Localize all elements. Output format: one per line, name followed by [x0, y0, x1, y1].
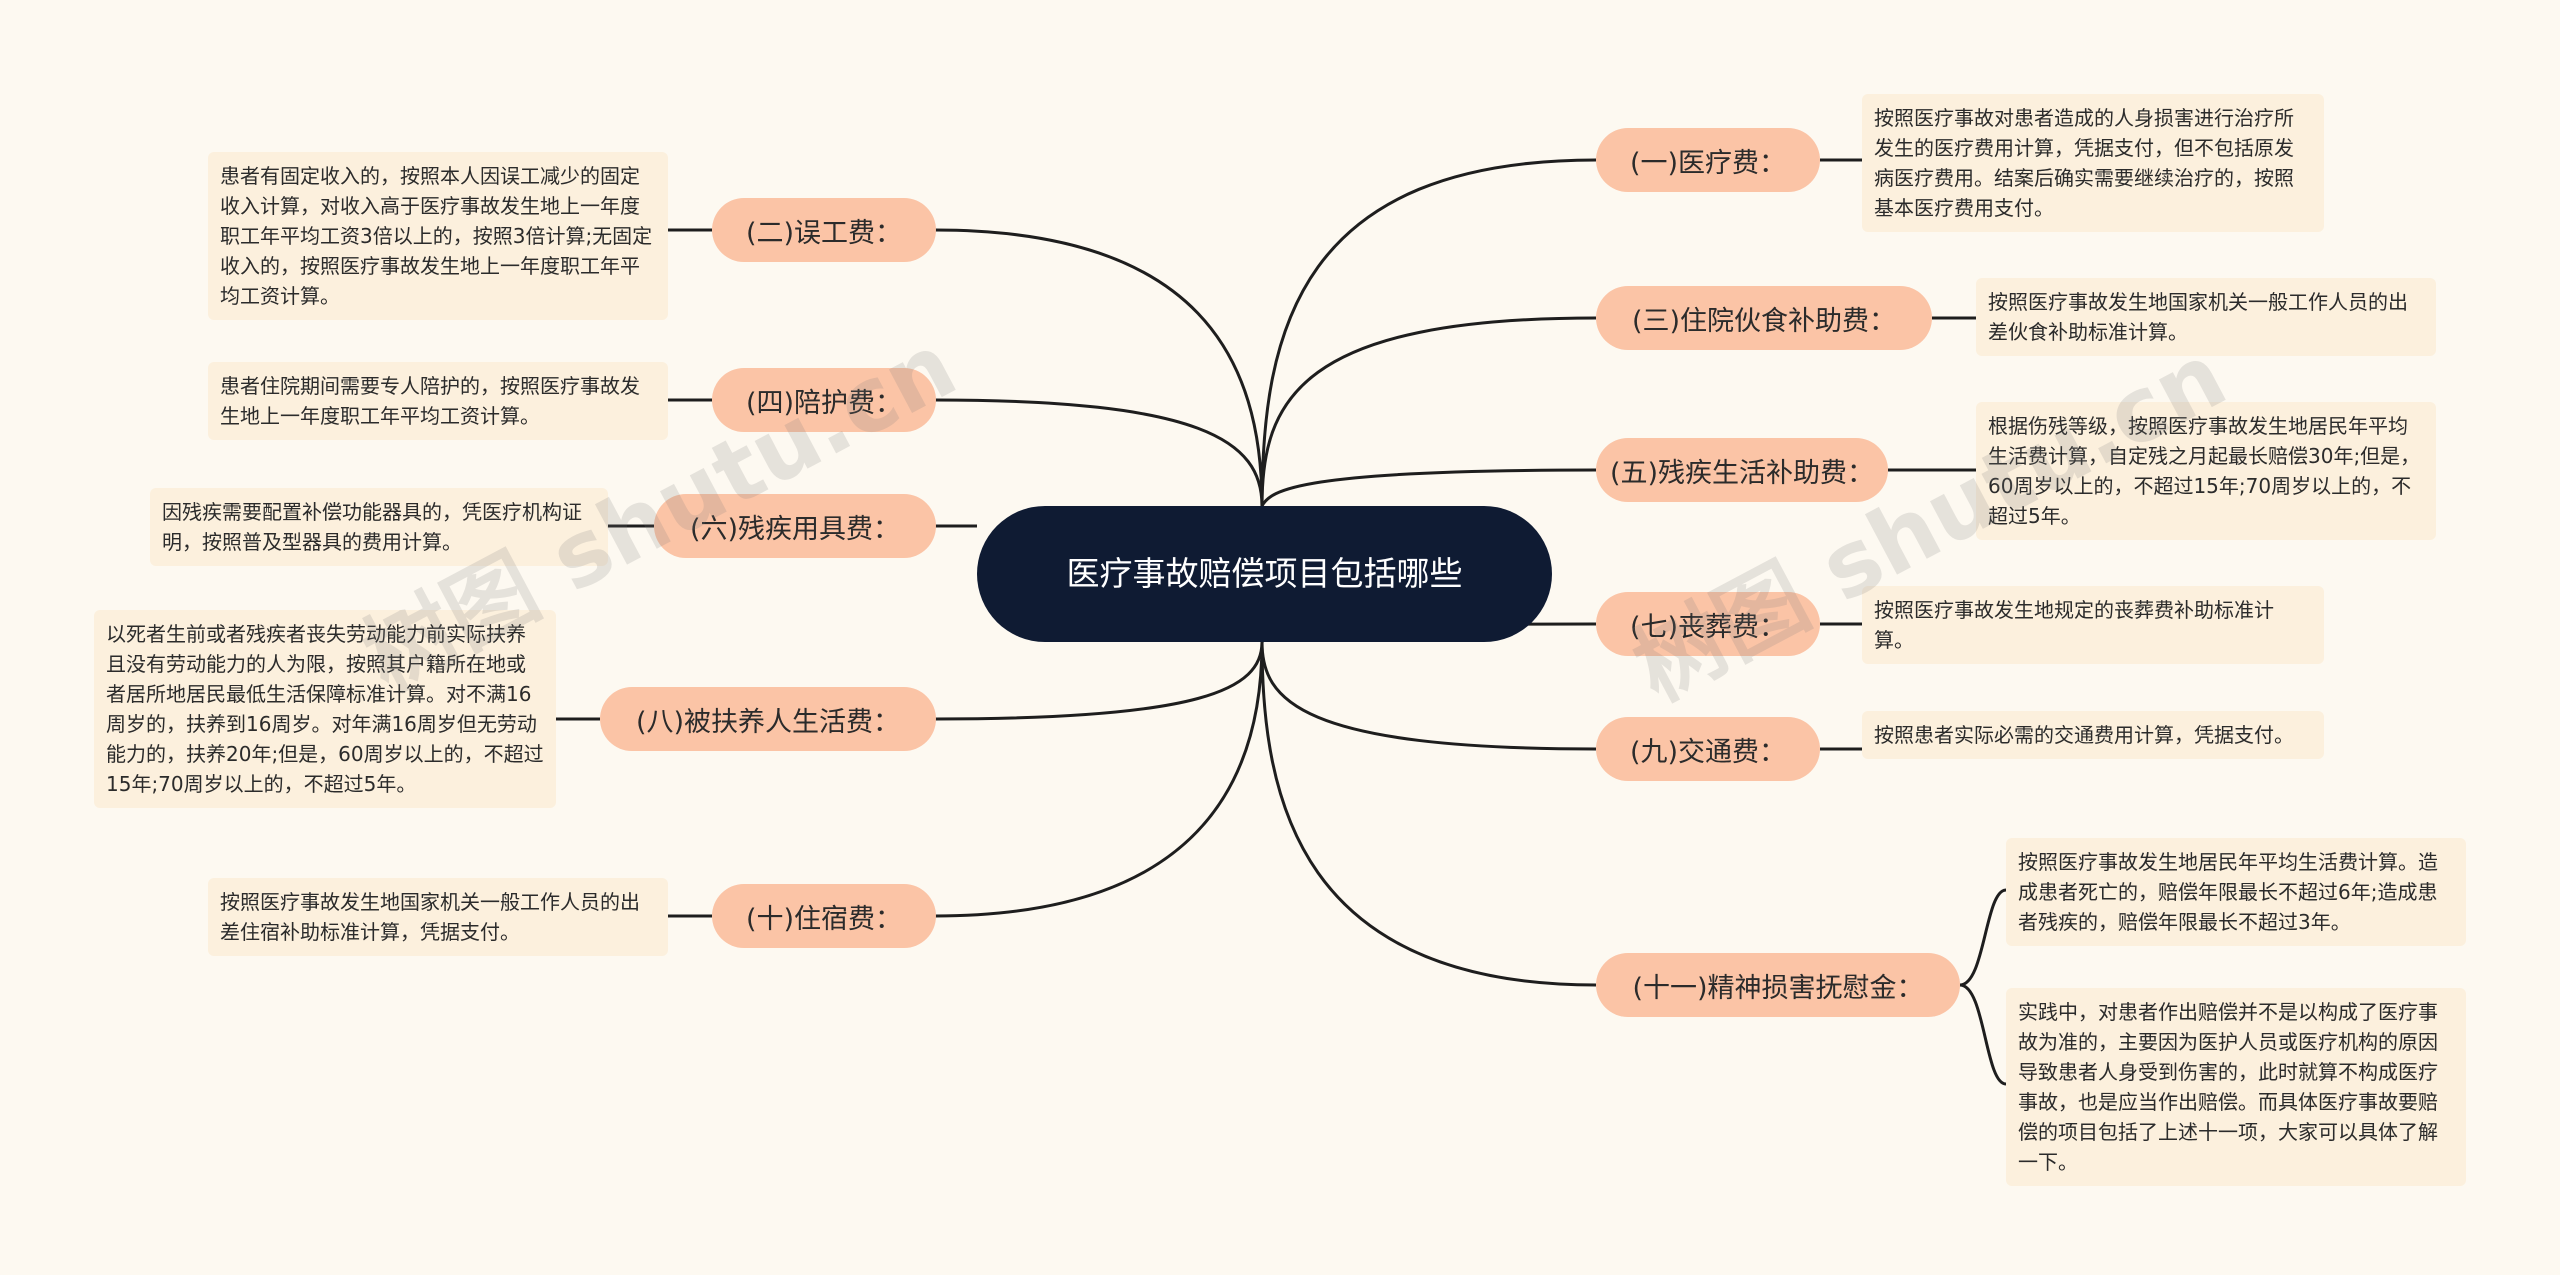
branch-lost-wages[interactable]: (二)误工费： — [712, 198, 936, 262]
branch-dependent-living-expenses[interactable]: (八)被扶养人生活费： — [600, 687, 936, 751]
branch-label: (六)残疾用具费： — [689, 513, 901, 545]
leaf-funeral-fee[interactable]: 按照医疗事故发生地规定的丧葬费补助标准计算。 — [1862, 586, 2324, 664]
leaf-disability-living-subsidy[interactable]: 根据伤残等级，按照医疗事故发生地居民年平均生活费计算，自定残之月起最长赔偿30年… — [1976, 402, 2436, 540]
branch-label: (九)交通费： — [1629, 736, 1787, 768]
branch-accommodation-fee[interactable]: (十)住宿费： — [712, 884, 936, 948]
leaf-lost-wages[interactable]: 患者有固定收入的，按照本人因误工减少的固定收入计算，对收入高于医疗事故发生地上一… — [208, 152, 668, 320]
leaf-text: 按照医疗事故对患者造成的人身损害进行治疗所发生的医疗费用计算，凭据支付，但不包括… — [1874, 106, 2294, 220]
branch-label: (十)住宿费： — [745, 903, 903, 935]
branch-medical-fee[interactable]: (一)医疗费： — [1596, 128, 1820, 192]
leaf-disability-equipment-fee[interactable]: 因残疾需要配置补偿功能器具的，凭医疗机构证明，按照普及型器具的费用计算。 — [150, 488, 608, 566]
leaf-text: 以死者生前或者残疾者丧失劳动能力前实际扶养且没有劳动能力的人为限，按照其户籍所在… — [106, 622, 544, 796]
branch-disability-living-subsidy[interactable]: (五)残疾生活补助费： — [1596, 438, 1888, 502]
branch-nursing-fee[interactable]: (四)陪护费： — [712, 368, 936, 432]
root-title: 医疗事故赔偿项目包括哪些 — [1066, 554, 1463, 593]
branch-label: (八)被扶养人生活费： — [635, 706, 901, 738]
branch-label: (三)住院伙食补助费： — [1631, 305, 1897, 337]
link-b8 — [934, 641, 1264, 721]
leaf-mental-damage-note[interactable]: 实践中，对患者作出赔偿并不是以构成了医疗事故为准的，主要因为医护人员或医疗机构的… — [2006, 988, 2466, 1186]
leaf-medical-fee[interactable]: 按照医疗事故对患者造成的人身损害进行治疗所发生的医疗费用计算，凭据支付，但不包括… — [1862, 94, 2324, 232]
link-b2 — [934, 228, 1264, 507]
branch-transport-fee[interactable]: (九)交通费： — [1596, 717, 1820, 781]
leaf-text: 根据伤残等级，按照医疗事故发生地居民年平均生活费计算，自定残之月起最长赔偿30年… — [1988, 414, 2421, 528]
leaf-text: 按照患者实际必需的交通费用计算，凭据支付。 — [1874, 723, 2294, 747]
link-b1 — [1260, 158, 1597, 507]
branch-mental-damage-compensation[interactable]: (十一)精神损害抚慰金： — [1596, 953, 1960, 1017]
leaf-accommodation-fee[interactable]: 按照医疗事故发生地国家机关一般工作人员的出差住宿补助标准计算，凭据支付。 — [208, 878, 668, 956]
branch-hospital-meal-subsidy[interactable]: (三)住院伙食补助费： — [1596, 286, 1932, 350]
leaf-text: 实践中，对患者作出赔偿并不是以构成了医疗事故为准的，主要因为医护人员或医疗机构的… — [2018, 1000, 2438, 1174]
leaf-text: 按照医疗事故发生地规定的丧葬费补助标准计算。 — [1874, 598, 2274, 652]
leaf-text: 患者住院期间需要专人陪护的，按照医疗事故发生地上一年度职工年平均工资计算。 — [220, 374, 640, 428]
branch-label: (五)残疾生活补助费： — [1609, 457, 1875, 489]
link-b4 — [934, 398, 1264, 507]
leaf-hospital-meal-subsidy[interactable]: 按照医疗事故发生地国家机关一般工作人员的出差伙食补助标准计算。 — [1976, 278, 2436, 356]
leaf-text: 按照医疗事故发生地国家机关一般工作人员的出差伙食补助标准计算。 — [1988, 290, 2408, 344]
branch-label: (二)误工费： — [745, 217, 903, 249]
link-b5 — [1260, 468, 1597, 507]
leaf-transport-fee[interactable]: 按照患者实际必需的交通费用计算，凭据支付。 — [1862, 711, 2324, 759]
link-b9 — [1260, 641, 1597, 751]
link-b10 — [934, 641, 1264, 918]
branch-label: (七)丧葬费： — [1629, 611, 1787, 643]
root-topic[interactable]: 医疗事故赔偿项目包括哪些 — [977, 506, 1552, 642]
leaf-text: 患者有固定收入的，按照本人因误工减少的固定收入计算，对收入高于医疗事故发生地上一… — [220, 164, 653, 308]
leaf-text: 按照医疗事故发生地国家机关一般工作人员的出差住宿补助标准计算，凭据支付。 — [220, 890, 640, 944]
leaf-nursing-fee[interactable]: 患者住院期间需要专人陪护的，按照医疗事故发生地上一年度职工年平均工资计算。 — [208, 362, 668, 440]
branch-label: (十一)精神损害抚慰金： — [1632, 972, 1924, 1004]
link-b11 — [1260, 641, 1597, 987]
branch-label: (一)医疗费： — [1629, 147, 1787, 179]
leaf-mental-damage-compensation[interactable]: 按照医疗事故发生地居民年平均生活费计算。造成患者死亡的，赔偿年限最长不超过6年;… — [2006, 838, 2466, 946]
link-b3 — [1260, 316, 1597, 507]
leaf-link-b11b — [1959, 983, 2007, 1086]
branch-disability-equipment-fee[interactable]: (六)残疾用具费： — [654, 494, 936, 558]
branch-funeral-fee[interactable]: (七)丧葬费： — [1596, 592, 1820, 656]
leaf-text: 按照医疗事故发生地居民年平均生活费计算。造成患者死亡的，赔偿年限最长不超过6年;… — [2018, 850, 2438, 934]
leaf-dependent-living-expenses[interactable]: 以死者生前或者残疾者丧失劳动能力前实际扶养且没有劳动能力的人为限，按照其户籍所在… — [94, 610, 556, 808]
leaf-link-b11a — [1959, 888, 2007, 987]
branch-label: (四)陪护费： — [745, 387, 903, 419]
leaf-text: 因残疾需要配置补偿功能器具的，凭医疗机构证明，按照普及型器具的费用计算。 — [162, 500, 582, 554]
